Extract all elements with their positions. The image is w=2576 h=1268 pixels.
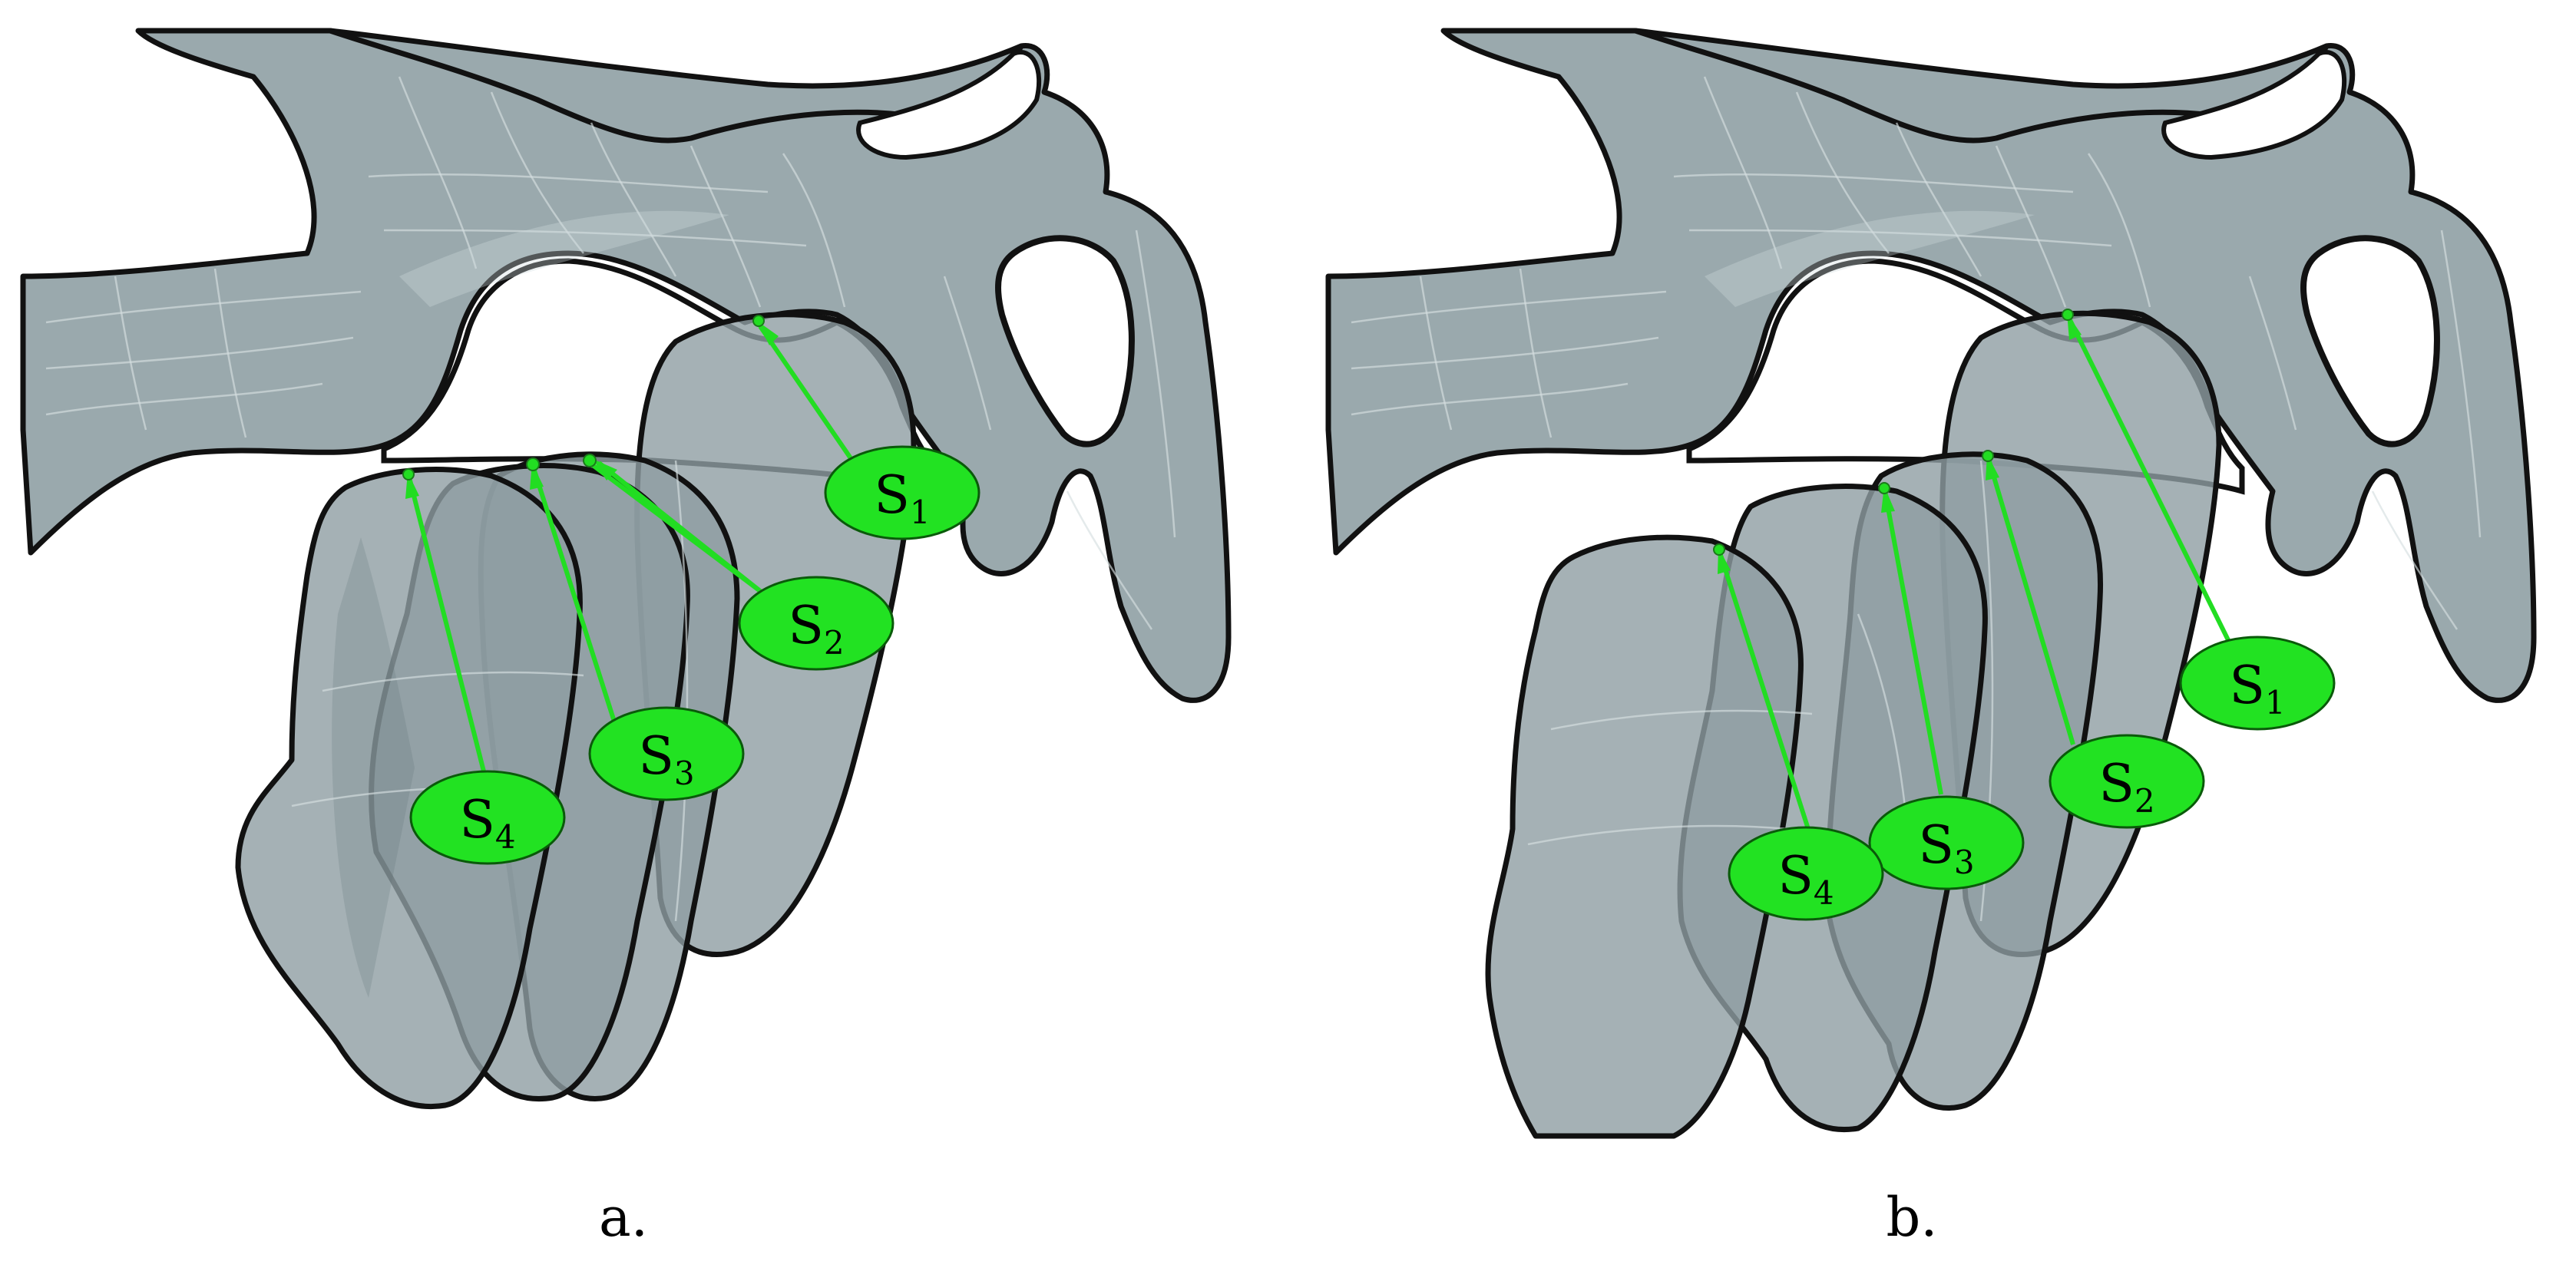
label-b-s2: S2: [2049, 734, 2205, 829]
label-a-s1-sub: 1: [910, 494, 931, 531]
svg-text:S1: S1: [2229, 655, 2285, 722]
label-a-s2: S2: [738, 576, 894, 671]
svg-text:S3: S3: [638, 726, 694, 792]
label-a-s2-sub: 2: [824, 624, 845, 662]
label-a-s1-base: S: [874, 465, 910, 526]
arrow-b-s2: [1986, 458, 2075, 745]
label-b-s1-base: S: [2229, 655, 2265, 716]
arrow-a-s4: [407, 477, 486, 772]
notch-a: [856, 50, 1042, 160]
caption-a: a.: [599, 1186, 648, 1249]
label-b-s2-base: S: [2098, 754, 2135, 814]
label-a-s2-base: S: [788, 596, 824, 656]
surface-mesh-a: [45, 76, 1176, 630]
caption-b: b.: [1886, 1186, 1937, 1249]
arrow-b-s4: [1718, 552, 1810, 830]
surface-mesh-b: [1351, 76, 2482, 630]
acoustic-meatus-a: [995, 235, 1135, 447]
notch-b: [2161, 50, 2347, 160]
arrowhead-a-s1: [757, 321, 779, 345]
label-a-s4-base: S: [459, 790, 495, 850]
label-a-s3-base: S: [638, 726, 674, 787]
label-b-s4-sub: 4: [1814, 874, 1834, 912]
label-b-s3-base: S: [1918, 815, 1954, 876]
label-b-s4-base: S: [1777, 846, 1814, 906]
tip-b-s3: [1878, 482, 1890, 494]
label-b-s1: S1: [2179, 636, 2336, 731]
svg-text:S4: S4: [459, 790, 515, 856]
label-a-s1: S1: [824, 445, 980, 540]
label-b-s1-sub: 1: [2265, 684, 2286, 722]
tip-b-s1: [2062, 309, 2074, 321]
panel-a: S1 S2 S3 S4 a.: [20, 28, 1232, 1249]
arrow-a-s1: [758, 325, 855, 462]
label-a-s4-sub: 4: [495, 818, 516, 856]
tip-b-s4: [1713, 543, 1725, 556]
svg-text:S1: S1: [874, 465, 930, 531]
label-a-s3: S3: [588, 706, 745, 801]
arrow-b-s1: [2067, 317, 2233, 646]
svg-text:S2: S2: [788, 596, 844, 662]
label-a-s4: S4: [409, 770, 566, 865]
label-b-s2-sub: 2: [2135, 782, 2155, 820]
label-a-s3-sub: 3: [674, 755, 695, 792]
label-b-s3-sub: 3: [1954, 844, 1975, 881]
condyle-positions-b: [1485, 310, 2222, 1139]
tip-a-s4: [402, 468, 415, 480]
panel-b: S1 S2 S3 S4 b.: [1325, 28, 2537, 1249]
tip-a-s3: [526, 457, 540, 471]
label-b-s3: S3: [1868, 795, 2025, 890]
label-b-s4: S4: [1728, 826, 1884, 921]
tip-a-s2: [583, 454, 597, 467]
svg-text:S2: S2: [2098, 754, 2154, 820]
arrow-b-s3: [1883, 490, 1943, 795]
svg-text:S3: S3: [1918, 815, 1974, 881]
tip-a-s1: [752, 315, 765, 327]
tip-b-s2: [1982, 450, 1994, 462]
condyle-b-s4: [1485, 534, 1804, 1139]
arrow-a-s3: [531, 467, 617, 722]
arrows-b: [1713, 309, 2233, 830]
condyle-a-s4: [235, 467, 583, 1109]
svg-text:S4: S4: [1777, 846, 1834, 912]
acoustic-meatus-b: [2300, 235, 2440, 447]
arrow-a-s2-b: [588, 461, 762, 593]
arrows-a: [402, 315, 855, 772]
arrowhead-a-s2: [593, 459, 617, 480]
